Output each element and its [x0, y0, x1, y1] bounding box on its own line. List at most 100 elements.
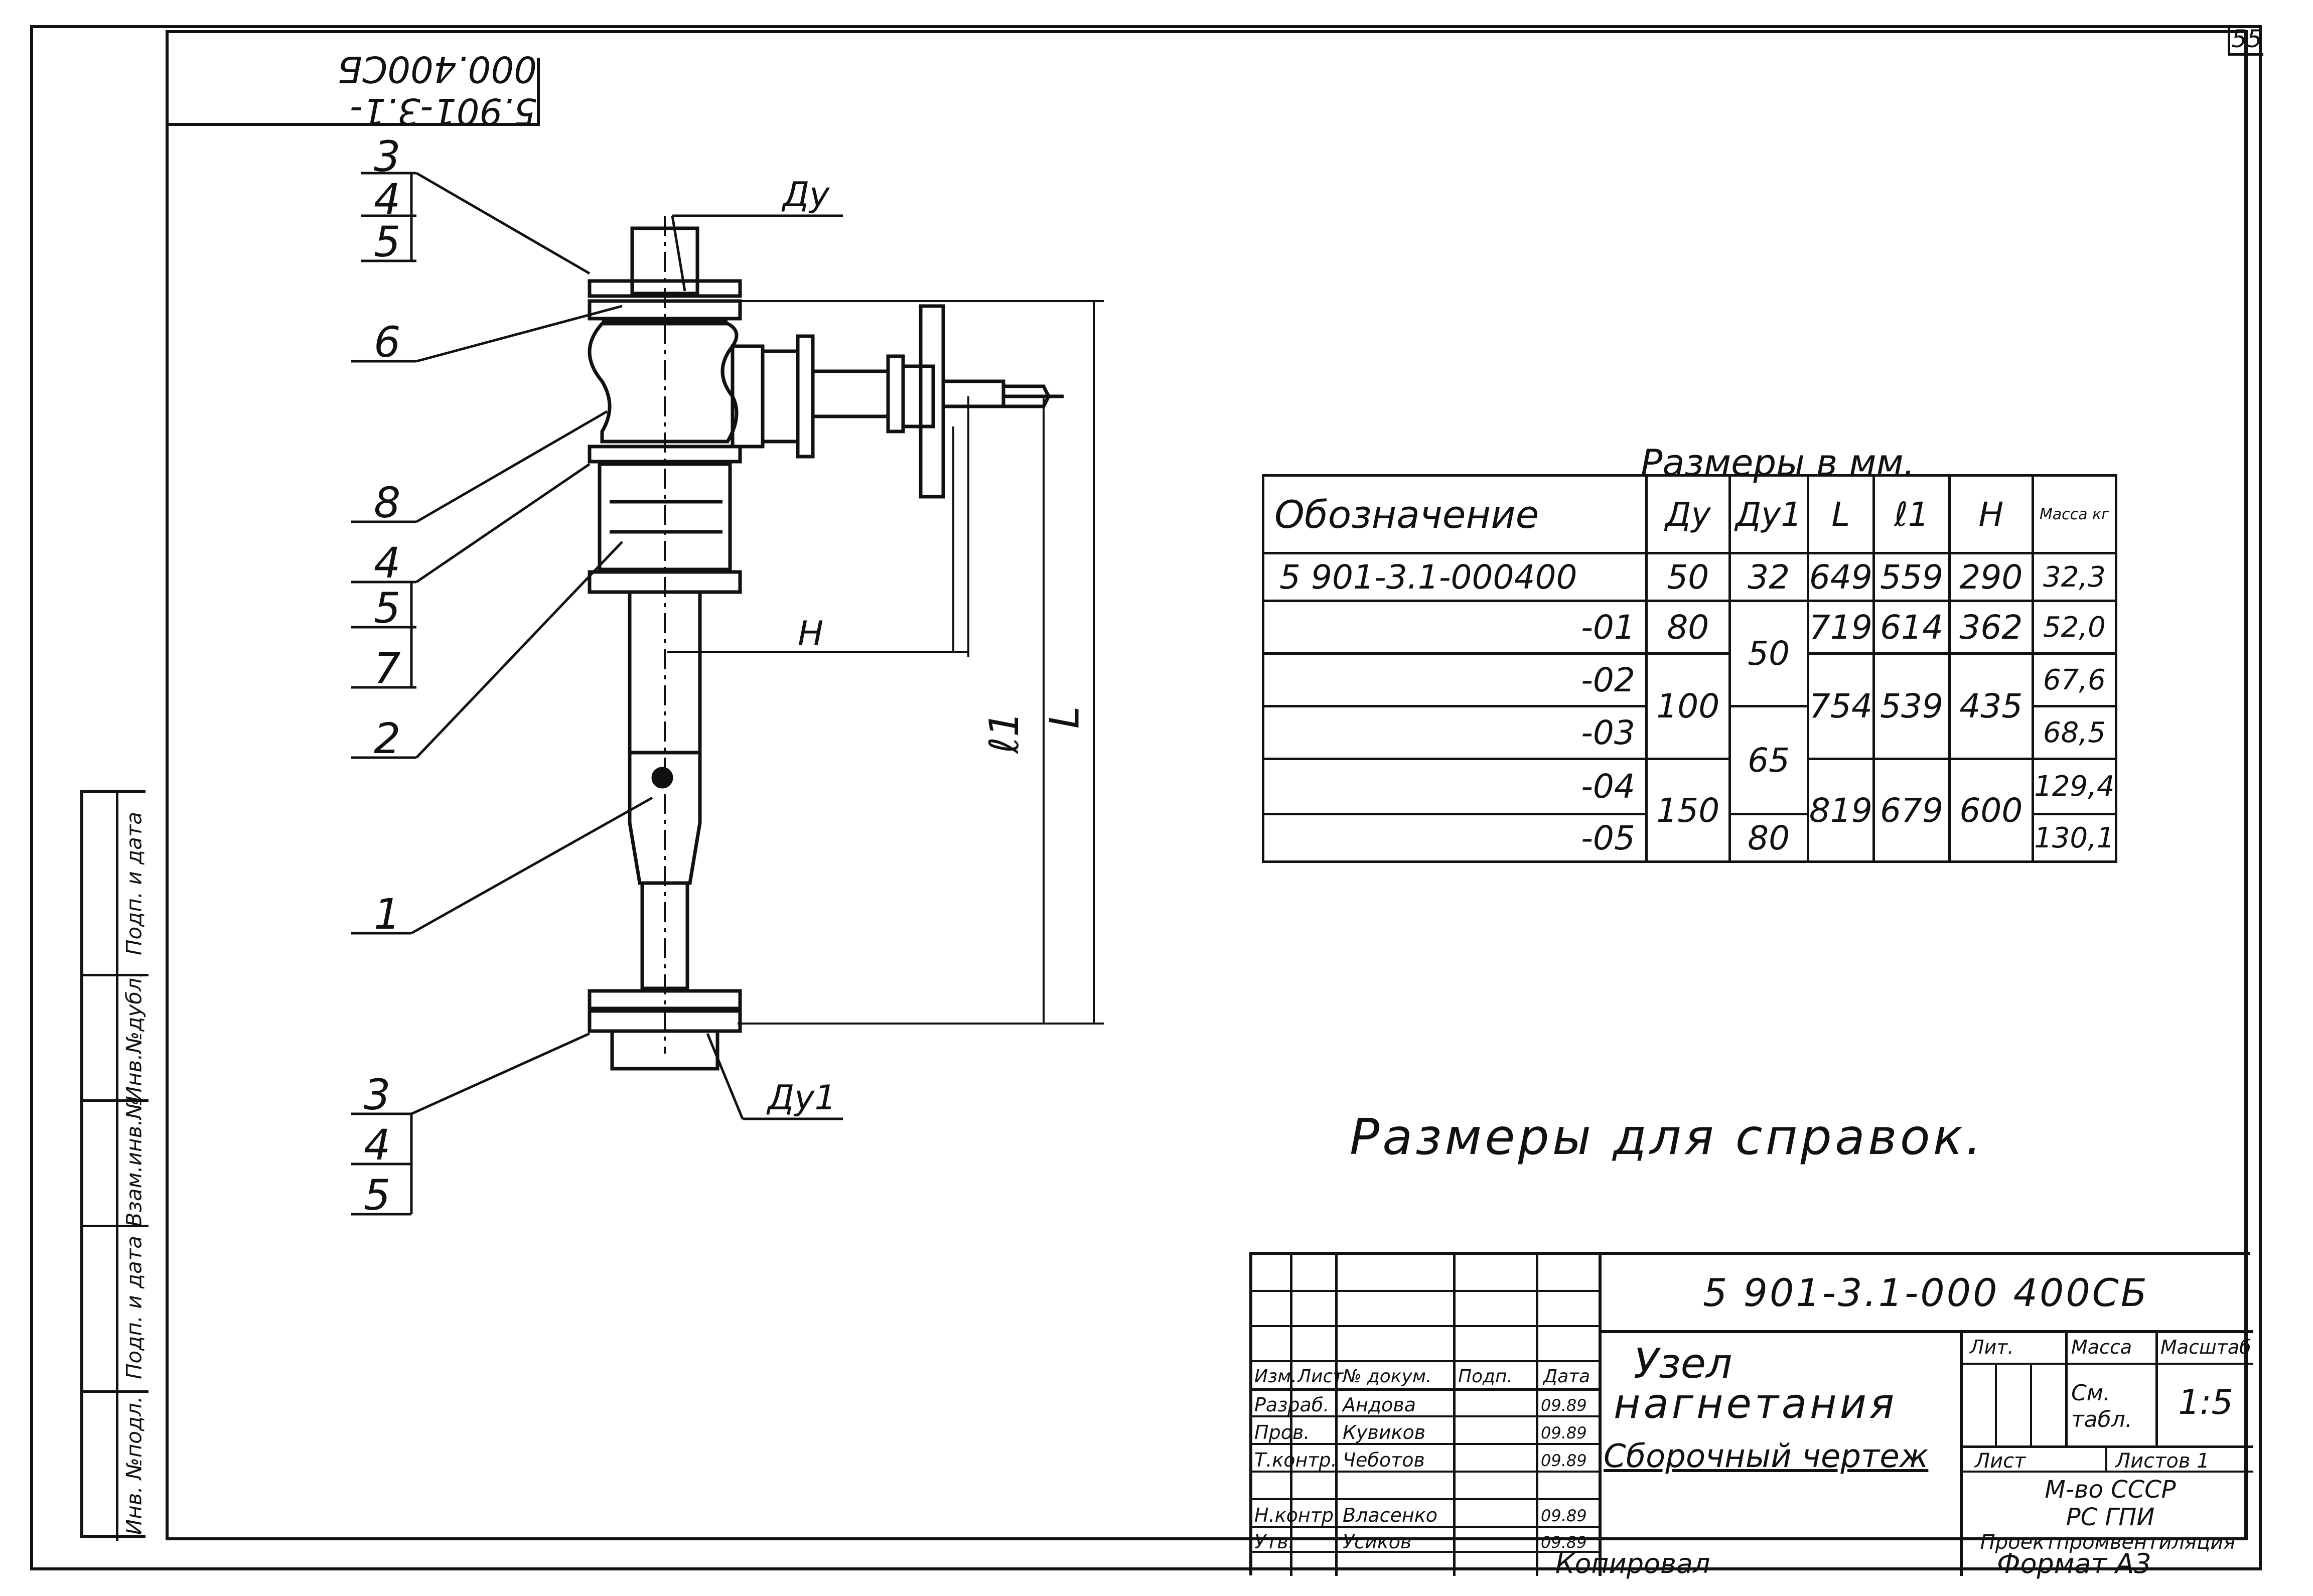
col-hdr-docnum: № докум. — [1343, 1366, 1432, 1387]
table-cell: 50 — [1728, 600, 1809, 707]
mass-value: См. табл. — [2071, 1380, 2132, 1432]
table-row: -04 150 819 679 600 129,4 — [1262, 758, 2118, 863]
table-row: -05 80 130,1 — [1262, 813, 2118, 863]
table-cell: -04 — [1262, 758, 1648, 815]
pos-label-7: 7 — [374, 644, 401, 693]
name-ncontrol: Власенко — [1343, 1504, 1437, 1526]
dim-label-l1: ℓ1 — [980, 711, 1028, 754]
pos-label-6: 6 — [374, 318, 401, 367]
table-cell: 50 — [1645, 552, 1731, 602]
reference-note: Размеры для справок. — [1350, 1109, 1984, 1166]
dim-label-h: Н — [798, 614, 824, 654]
sheets-label: Листов 1 — [2115, 1449, 2210, 1473]
dim-label-L: L — [1041, 706, 1088, 729]
table-cell: 435 — [1948, 652, 2034, 760]
table-cell: 80 — [1728, 813, 1809, 863]
table-cell: 614 — [1872, 600, 1951, 655]
table-cell: 290 — [1948, 552, 2034, 602]
scale-label: Масштаб — [2160, 1336, 2251, 1358]
doc-name-line2: нагнетания — [1614, 1380, 1898, 1428]
col-header-L: L — [1806, 474, 1875, 554]
pos-label-4b: 4 — [374, 538, 401, 588]
table-cell: 130,1 — [2031, 813, 2118, 863]
pos-label-4c: 4 — [364, 1120, 391, 1170]
table-cell: -01 — [1262, 600, 1648, 655]
doc-name-line1: Узел — [1634, 1340, 1732, 1388]
sheet-outer-frame — [30, 25, 2262, 1570]
sheet-label: Лист — [1975, 1449, 2026, 1473]
pos-label-4a: 4 — [374, 175, 401, 224]
table-cell: 362 — [1948, 600, 2034, 655]
role-dev: Разраб. — [1254, 1394, 1330, 1416]
col-hdr-sign: Подп. — [1458, 1366, 1513, 1387]
col-header-dy: Ду — [1645, 474, 1731, 554]
date-check: 09.89 — [1541, 1423, 1587, 1442]
pos-label-2: 2 — [374, 714, 401, 763]
table-row: -01 80 50 719 614 362 52,0 — [1262, 600, 2118, 707]
table-cell: 100 — [1645, 652, 1731, 760]
col-header-H: Н — [1948, 474, 2034, 554]
sheet-inner-frame — [166, 30, 2248, 1540]
pos-label-5c: 5 — [364, 1171, 391, 1220]
table-cell: 754 — [1806, 652, 1875, 760]
org-line2: РС ГПИ — [2066, 1503, 2155, 1531]
table-cell: 600 — [1948, 758, 2034, 863]
col-hdr-date: Дата — [1543, 1366, 1591, 1387]
table-cell: 5 901-3.1-000400 — [1262, 552, 1648, 602]
side-stamp: Подп. и дата Инв.№дубл. Взам.инв.№ Подп.… — [80, 790, 149, 1541]
table-cell: 32 — [1728, 552, 1809, 602]
org-line1: М-во СССР — [2045, 1476, 2176, 1504]
table-row: -03 65 68,5 — [1262, 705, 2118, 815]
doc-code: 5 901-3.1-000 400СБ — [1703, 1270, 2149, 1315]
date-dev: 09.89 — [1541, 1396, 1587, 1415]
table-cell: 68,5 — [2031, 705, 2118, 760]
doc-type: Сборочный чертеж — [1604, 1438, 1929, 1475]
name-approve: Усиков — [1343, 1531, 1412, 1553]
scale-value: 1:5 — [2178, 1383, 2233, 1422]
col-header-mass: Масса кг — [2031, 474, 2118, 554]
table-cell: 539 — [1872, 652, 1951, 760]
table-cell: 32,3 — [2031, 552, 2118, 602]
rotated-code-box: 5.901-3.1-000.400СБ — [166, 48, 540, 132]
table-cell: 649 — [1806, 552, 1875, 602]
table-cell: 129,4 — [2031, 758, 2118, 815]
dim-label-dy: Ду — [783, 175, 830, 215]
pos-label-5b: 5 — [374, 584, 401, 633]
table-cell: -02 — [1262, 652, 1648, 707]
pos-label-3a: 3 — [374, 132, 401, 181]
name-check: Кувиков — [1343, 1421, 1426, 1443]
col-header-l1: ℓ1 — [1872, 474, 1951, 554]
pos-label-1: 1 — [374, 890, 401, 939]
table-row: -02 100 754 539 435 67,6 — [1262, 652, 2118, 760]
dim-label-dy1: Ду1 — [768, 1078, 836, 1118]
col-header-dy1: Ду1 — [1728, 474, 1809, 554]
table-cell: 819 — [1806, 758, 1875, 863]
col-hdr-change: Изм. — [1254, 1366, 1297, 1387]
col-hdr-sheet: Лист — [1297, 1366, 1344, 1387]
date-tcontrol: 09.89 — [1541, 1451, 1587, 1470]
table-header-row: Обозначение Ду Ду1 L ℓ1 Н Масса кг — [1262, 474, 2118, 554]
table-cell: 150 — [1645, 758, 1731, 863]
role-approve: Утв. — [1254, 1531, 1294, 1553]
dimensions-table: Обозначение Ду Ду1 L ℓ1 Н Масса кг 5 901… — [1262, 474, 2118, 863]
pos-label-8: 8 — [374, 478, 401, 527]
pos-label-5a: 5 — [374, 217, 401, 266]
table-cell: 559 — [1872, 552, 1951, 602]
org-line3: Проектпромвентиляция — [1980, 1531, 2236, 1554]
table-cell: -03 — [1262, 705, 1648, 760]
role-check: Пров. — [1254, 1421, 1310, 1443]
lit-label: Лит. — [1970, 1336, 2014, 1358]
table-cell: 65 — [1728, 705, 1809, 815]
mass-label: Масса — [2071, 1336, 2132, 1358]
table-cell: -05 — [1262, 813, 1648, 863]
role-tcontrol: Т.контр. — [1254, 1449, 1337, 1471]
table-cell: 719 — [1806, 600, 1875, 655]
name-dev: Андова — [1343, 1394, 1416, 1416]
col-header-designation: Обозначение — [1262, 474, 1648, 554]
name-tcontrol: Чеботов — [1343, 1449, 1425, 1471]
table-row: 5 901-3.1-000400 50 32 649 559 290 32,3 — [1262, 552, 2118, 602]
date-approve: 09.89 — [1541, 1533, 1587, 1552]
table-cell: 52,0 — [2031, 600, 2118, 655]
title-block: 5 901-3.1-000 400СБ Узел нагнетания Сбор… — [1249, 1252, 2253, 1576]
